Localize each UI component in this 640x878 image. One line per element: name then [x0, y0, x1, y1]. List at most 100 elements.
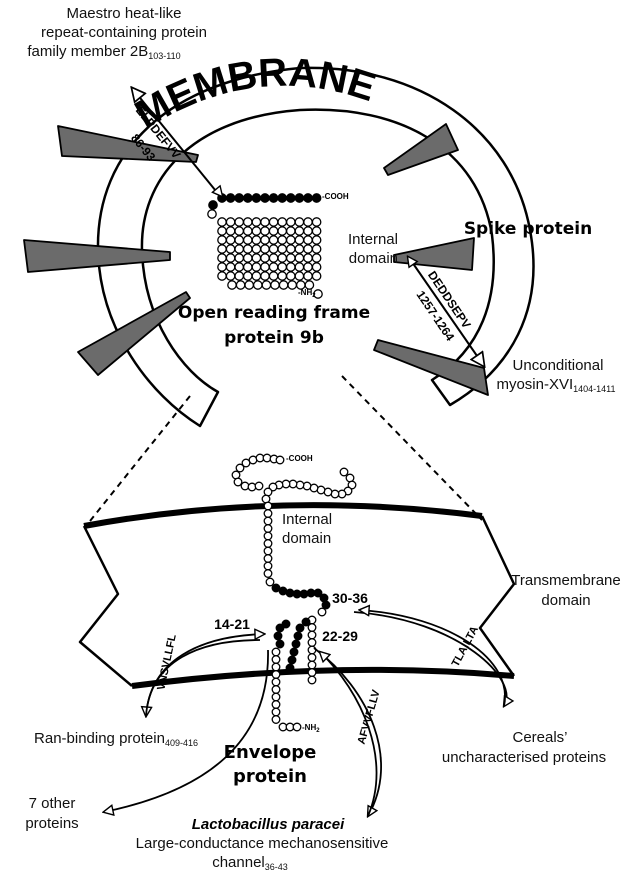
orf9b-residue	[217, 226, 227, 236]
orf9b-residue	[242, 253, 253, 263]
orf9b-residue	[277, 226, 288, 236]
orf9b-residue	[268, 262, 279, 272]
transmembrane-line1: Transmembrane	[511, 572, 620, 589]
envelope-residue	[271, 670, 281, 679]
orf9b-residue	[251, 235, 262, 245]
orf9b-residue	[208, 200, 218, 210]
orf9b-residue	[287, 280, 298, 290]
orf9b-residue	[217, 217, 227, 227]
membrane-segment-right	[478, 515, 516, 677]
envelope-residue	[263, 539, 273, 548]
membrane-segment-bottom	[131, 666, 515, 689]
orf9b-residue	[225, 235, 236, 245]
ran-binding-arrow-back	[145, 634, 264, 717]
envelope-residue	[233, 477, 243, 487]
envelope-residue	[317, 607, 327, 617]
envelope-residue	[289, 647, 299, 657]
orf9b-residue	[242, 235, 253, 245]
orf9b-residue	[303, 226, 313, 236]
envelope-residue	[263, 516, 273, 526]
spike-cone	[373, 339, 489, 396]
envelope-residue	[307, 668, 317, 677]
membrane-segment-left	[78, 525, 133, 687]
lacto-line2: Large-conductance mechanosensitive	[136, 835, 389, 852]
orf9b-residue	[234, 271, 245, 281]
spike-cone	[393, 237, 475, 271]
orf9b-residue	[225, 244, 236, 254]
orf9b-residue	[294, 235, 305, 245]
orf9b-residue	[268, 226, 279, 236]
orf9b-residue	[217, 262, 227, 272]
motif-tlailta: TLAILTA	[450, 624, 481, 669]
orf9b-residue	[311, 271, 322, 281]
envelope-residue-chain	[231, 453, 357, 732]
orf9b-label-line2: protein 9b	[224, 328, 324, 348]
orf9b-residue	[225, 226, 236, 236]
orf9b-residue	[251, 217, 262, 227]
orf9b-residue	[234, 226, 245, 236]
orf9b-residue	[268, 253, 279, 263]
orf9b-label-line1: Open reading frame	[178, 303, 370, 323]
orf9b-residue	[294, 262, 305, 272]
orf9b-residue	[277, 193, 288, 203]
orf9b-residue	[227, 280, 237, 290]
cereal-line1: Cereals’	[512, 729, 567, 746]
envelope-residue	[240, 481, 250, 491]
orf9b-residue	[261, 280, 272, 290]
envelope-residue	[292, 722, 302, 732]
spike-cone	[23, 239, 171, 273]
maestro-line3: family member 2B103-110	[27, 43, 180, 61]
envelope-residue	[263, 524, 273, 533]
orf9b-residue	[244, 280, 255, 290]
orf9b-residue	[251, 253, 262, 263]
envelope-residue	[299, 589, 309, 599]
envelope-residue	[307, 630, 317, 640]
orf9b-residue	[294, 217, 305, 227]
envelope-residue	[263, 531, 273, 541]
orf9b-residue	[277, 253, 288, 263]
orf9b-residue	[207, 209, 217, 219]
envelope-residue	[302, 481, 312, 491]
envelope-residue	[287, 655, 297, 665]
maestro-line1: Maestro heat-like	[66, 5, 181, 22]
orf9b-residue	[311, 262, 322, 272]
orf9b-residue-chain	[207, 193, 323, 299]
orf9b-residue	[303, 262, 313, 272]
orf9b-residue	[277, 235, 288, 245]
orf9b-residue	[225, 217, 236, 227]
orf9b-residue	[285, 271, 296, 281]
envelope-residue	[285, 588, 295, 598]
orf9b-residue	[285, 235, 296, 245]
envelope-residue	[321, 600, 331, 610]
orf9b-cooh-label: -COOH	[322, 192, 349, 201]
envelope-residue	[347, 480, 357, 490]
orf9b-residue	[268, 235, 279, 245]
envelope-residue	[275, 455, 285, 465]
orf9b-residue	[242, 217, 253, 227]
range-22-29: 22-29	[322, 628, 358, 644]
myosin-line1: Unconditional	[513, 357, 604, 374]
orf9b-residue	[303, 253, 313, 263]
envelope-residue	[271, 677, 281, 687]
orf9b-residue	[260, 235, 270, 245]
orf9b-residue	[311, 217, 322, 227]
orf9b-residue	[285, 262, 296, 272]
membrane-segment	[78, 502, 516, 689]
envelope-interaction-arrows	[104, 610, 507, 816]
envelope-residue	[271, 707, 281, 717]
orf9b-residue	[260, 253, 270, 263]
range-14-21: 14-21	[214, 616, 250, 632]
envelope-residue	[262, 453, 272, 463]
orf9b-residue	[285, 217, 296, 227]
envelope-residue	[281, 619, 291, 629]
orf9b-residue	[277, 244, 288, 254]
envelope-residue	[307, 653, 317, 662]
others-line1: 7 other	[29, 795, 76, 812]
envelope-residue	[307, 645, 317, 655]
orf9b-residue	[260, 217, 270, 227]
envelope-residue	[291, 639, 301, 649]
orf9b-residue	[303, 193, 313, 203]
envelope-residue	[271, 662, 281, 672]
orf9b-residue	[294, 244, 305, 254]
